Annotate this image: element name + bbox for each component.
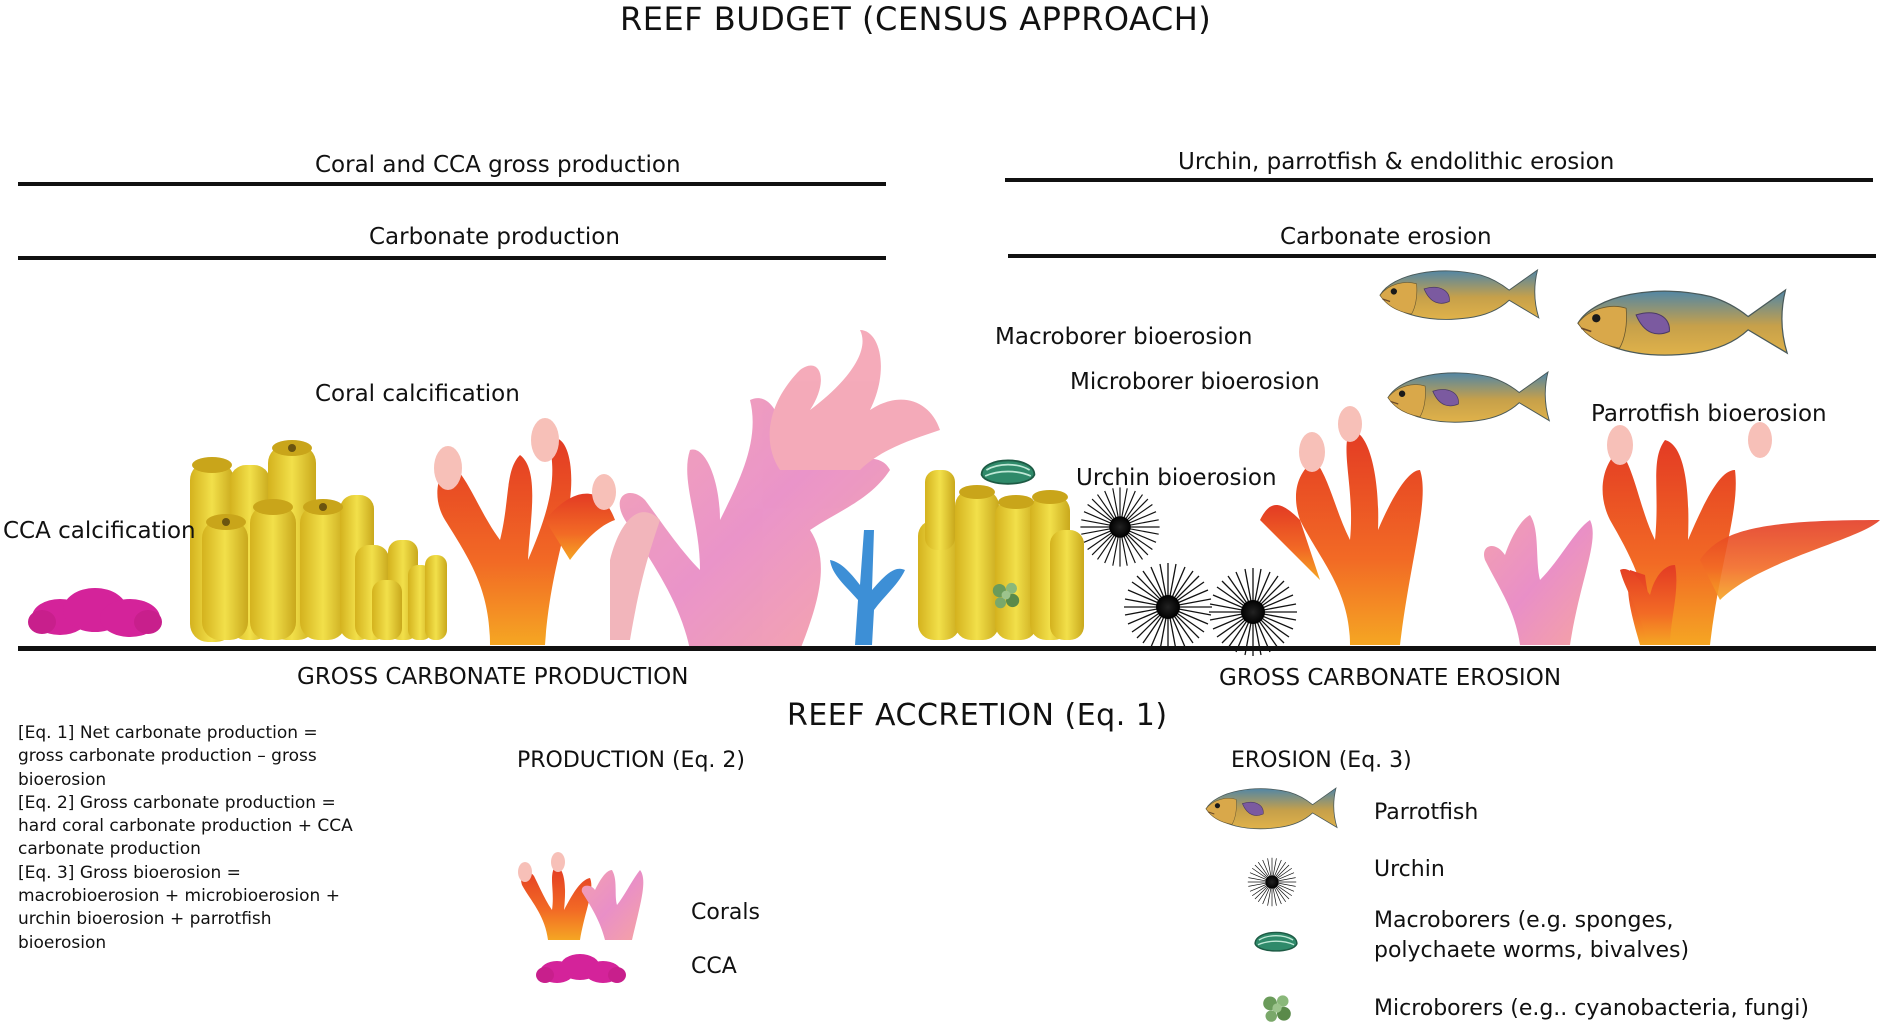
cca-calcification-label: CCA calcification — [3, 518, 196, 544]
blue-coral-icon — [830, 530, 905, 645]
branching-coral-icon — [434, 418, 616, 645]
coral-calcification-label: Coral calcification — [315, 381, 520, 407]
urchin-icon — [1208, 567, 1298, 657]
production-legend-heading: PRODUCTION (Eq. 2) — [517, 748, 745, 773]
cca-blob-icon — [28, 588, 162, 637]
pink-coral-icon — [610, 330, 940, 650]
macroborer-bioerosion-label: Macroborer bioerosion — [995, 324, 1253, 350]
microborer-bioerosion-label: Microborer bioerosion — [1070, 369, 1320, 395]
macroborers-legend-label-line1: Macroborers (e.g. sponges, — [1374, 908, 1674, 933]
macroborers-legend-label-line2: polychaete worms, bivalves) — [1374, 938, 1690, 963]
branching-coral-icon — [1620, 565, 1677, 645]
diagram-title: REEF BUDGET (CENSUS APPROACH) — [620, 0, 1212, 38]
urchin-legend-icon — [1247, 857, 1297, 907]
equation-1: [Eq. 1] Net carbonate production = gross… — [18, 723, 318, 790]
microborer-legend-icon — [1263, 995, 1291, 1022]
pink-coral-icon — [1484, 515, 1593, 645]
urchin-parrotfish-endolithic-erosion-label: Urchin, parrotfish & endolithic erosion — [1178, 149, 1615, 175]
ground-line — [18, 646, 1876, 651]
rule-top-right-1 — [1005, 178, 1873, 182]
equations-block: [Eq. 1] Net carbonate production = gross… — [18, 722, 363, 955]
parrotfish-icon — [1379, 269, 1540, 321]
yellow-coral-icon — [190, 440, 447, 642]
parrotfish-bioerosion-label: Parrotfish bioerosion — [1591, 401, 1827, 427]
parrotfish-legend-icon — [1205, 787, 1338, 830]
corals-legend-icon — [518, 852, 644, 940]
branching-coral-icon — [1260, 406, 1880, 645]
macroborer-shell-icon — [980, 459, 1036, 485]
equation-2: [Eq. 2] Gross carbonate production = har… — [18, 792, 353, 860]
yellow-coral-icon — [918, 470, 1084, 640]
erosion-legend-heading: EROSION (Eq. 3) — [1231, 748, 1412, 773]
carbonate-production-label: Carbonate production — [369, 224, 620, 250]
parrotfish-icon — [1387, 371, 1550, 423]
urchin-legend-label: Urchin — [1374, 857, 1445, 882]
gross-carbonate-erosion-label: GROSS CARBONATE EROSION — [1219, 665, 1562, 691]
coral-cca-gross-production-label: Coral and CCA gross production — [315, 152, 681, 178]
corals-legend-label: Corals — [691, 900, 760, 925]
rule-top-left-1 — [18, 182, 886, 186]
parrotfish-icon — [1577, 289, 1788, 356]
gross-carbonate-production-label: GROSS CARBONATE PRODUCTION — [297, 664, 689, 690]
equation-3: [Eq. 3] Gross bioerosion = macrobioerosi… — [18, 862, 340, 953]
reef-accretion-heading: REEF ACCRETION (Eq. 1) — [787, 698, 1168, 733]
cca-legend-icon — [536, 954, 626, 983]
carbonate-erosion-label: Carbonate erosion — [1280, 224, 1492, 250]
macroborer-legend-icon — [1254, 931, 1298, 952]
urchin-icon — [1079, 486, 1161, 568]
microborers-legend-label: Microborers (e.g.. cyanobacteria, fungi) — [1374, 996, 1809, 1021]
rule-top-right-2 — [1008, 254, 1876, 258]
urchin-bioerosion-label: Urchin bioerosion — [1076, 465, 1277, 491]
urchin-icon — [1123, 562, 1213, 652]
rule-top-left-2 — [18, 256, 886, 260]
cca-legend-label: CCA — [691, 954, 737, 979]
parrotfish-legend-label: Parrotfish — [1374, 800, 1479, 825]
